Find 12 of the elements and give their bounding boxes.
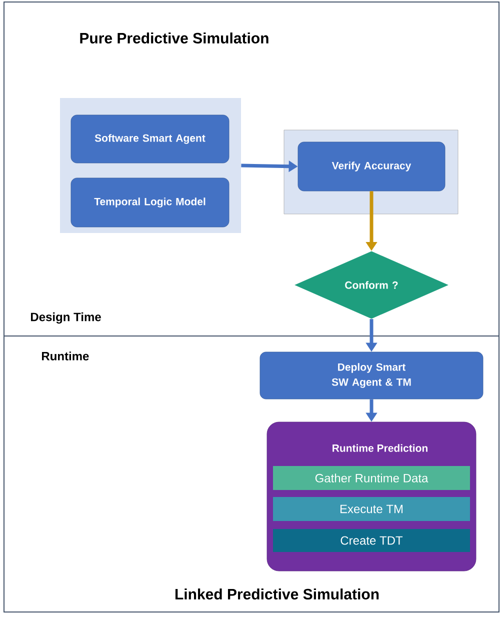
- section-label: Design Time: [31, 312, 101, 324]
- stage-heading: Runtime Prediction: [332, 444, 428, 452]
- panel-title: Pure Predictive Simulation: [80, 32, 268, 44]
- step-bar: Gather Runtime Data: [273, 466, 470, 490]
- process-box: Verify Accuracy: [298, 142, 446, 192]
- process-box: Deploy Smart SW Agent & TM: [260, 352, 484, 400]
- panel-title: Linked Predictive Simulation: [175, 588, 379, 600]
- process-box: Software Smart Agent: [70, 114, 230, 164]
- process-box: Temporal Logic Model: [70, 178, 230, 228]
- section-label: Runtime: [42, 352, 89, 360]
- step-bar: Execute TM: [273, 497, 470, 521]
- step-bar: Create TDT: [273, 529, 470, 552]
